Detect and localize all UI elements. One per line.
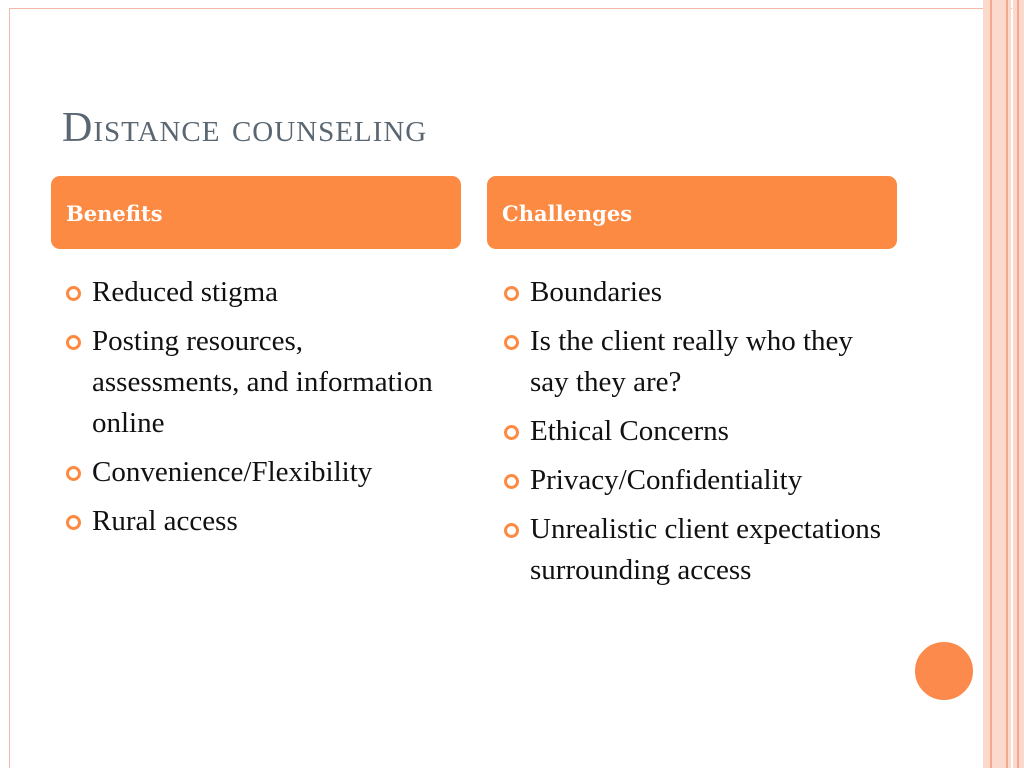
list-item-text: Boundaries [530, 276, 663, 308]
challenges-list: Boundaries Is the client really who they… [504, 272, 889, 599]
list-item-text: Convenience/Flexibility [92, 456, 373, 488]
ring-bullet-icon [66, 286, 81, 301]
right-stripe-line [990, 0, 992, 768]
challenges-header: Challenges [487, 176, 897, 249]
orange-circle-icon [913, 640, 975, 702]
list-item: Ethical Concerns [504, 411, 889, 452]
ring-bullet-icon [504, 335, 519, 350]
list-item-text: Posting resources, assessments, and info… [92, 325, 433, 439]
list-item: Is the client really who they say they a… [504, 321, 889, 403]
list-item-text: Unrealistic client expectations surround… [530, 513, 882, 586]
benefits-header: Benefits [51, 176, 461, 249]
list-item: Unrealistic client expectations surround… [504, 509, 889, 591]
list-item-text: Is the client really who they say they a… [530, 325, 853, 398]
ring-bullet-icon [504, 523, 519, 538]
right-stripe-line [1017, 0, 1019, 768]
ring-bullet-icon [504, 425, 519, 440]
list-item: Posting resources, assessments, and info… [66, 321, 451, 444]
list-item-text: Privacy/Confidentiality [530, 464, 803, 496]
ring-bullet-icon [66, 515, 81, 530]
right-stripe-line [1006, 0, 1008, 768]
list-item: Convenience/Flexibility [66, 452, 451, 493]
list-item: Boundaries [504, 272, 889, 313]
list-item: Rural access [66, 501, 451, 542]
ring-bullet-icon [504, 474, 519, 489]
ring-bullet-icon [66, 335, 81, 350]
slide-title: Distance counseling [62, 105, 428, 151]
list-item: Privacy/Confidentiality [504, 460, 889, 501]
list-item-text: Reduced stigma [92, 276, 279, 308]
benefits-list: Reduced stigma Posting resources, assess… [66, 272, 451, 550]
list-item-text: Rural access [92, 505, 238, 537]
ring-bullet-icon [66, 466, 81, 481]
slide-frame [9, 8, 1012, 768]
ring-bullet-icon [504, 286, 519, 301]
list-item: Reduced stigma [66, 272, 451, 313]
list-item-text: Ethical Concerns [530, 415, 729, 447]
